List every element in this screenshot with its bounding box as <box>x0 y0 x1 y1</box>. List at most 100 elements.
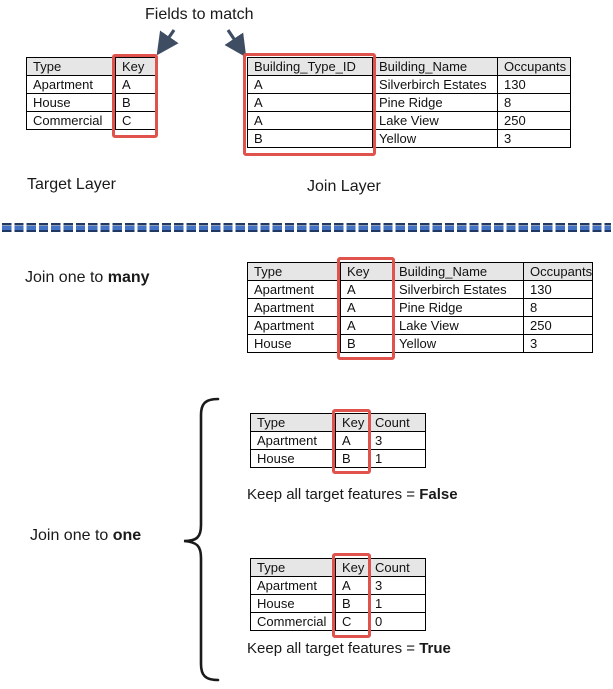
table-cell: A <box>115 75 156 94</box>
column-header: Key <box>335 413 369 432</box>
table-cell: B <box>340 334 393 353</box>
table-cell: Apartment <box>247 316 341 335</box>
table-cell: Silverbirch Estates <box>372 75 498 94</box>
column-header: Building_Name <box>392 262 524 281</box>
section-separator <box>2 223 611 232</box>
join-one-to-one-prefix: Join one to <box>30 527 113 544</box>
table-cell: Apartment <box>250 431 336 450</box>
table-cell: 1 <box>368 449 426 468</box>
target-layer-label: Target Layer <box>27 176 116 193</box>
column-header: Count <box>368 558 426 577</box>
column-header: Key <box>340 262 393 281</box>
table-cell: A <box>335 576 369 595</box>
table-cell: A <box>340 316 393 335</box>
table-cell: A <box>247 93 373 112</box>
column-header: Type <box>250 558 336 577</box>
table-cell: Lake View <box>372 111 498 130</box>
table-cell: 130 <box>523 280 593 299</box>
column-header: Building_Type_ID <box>247 57 373 76</box>
curly-brace-icon <box>183 397 220 682</box>
keep-true-label: Keep all target features = True <box>247 640 451 657</box>
column-header: Type <box>247 262 341 281</box>
table-cell: 0 <box>368 612 426 631</box>
table-cell: House <box>26 93 116 112</box>
table-cell: 8 <box>523 298 593 317</box>
table-cell: B <box>115 93 156 112</box>
arrow-to-join-key-icon <box>224 29 247 58</box>
table-cell: 3 <box>368 431 426 450</box>
table-cell: Lake View <box>392 316 524 335</box>
table-cell: Commercial <box>26 111 116 130</box>
keep-false-prefix: Keep all target features = <box>247 486 420 503</box>
table-cell: Apartment <box>26 75 116 94</box>
column-header: Occupants <box>523 262 593 281</box>
join-one-to-many-bold: many <box>107 269 150 286</box>
keep-true-prefix: Keep all target features = <box>247 640 420 657</box>
join-one-to-many-prefix: Join one to <box>25 269 108 286</box>
column-header: Type <box>26 57 116 76</box>
table-cell: B <box>335 594 369 613</box>
table-cell: B <box>335 449 369 468</box>
table-cell: 3 <box>368 576 426 595</box>
column-header: Type <box>250 413 336 432</box>
table-cell: Apartment <box>247 298 341 317</box>
table-cell: Apartment <box>247 280 341 299</box>
table-cell: 130 <box>497 75 571 94</box>
table-cell: House <box>250 449 336 468</box>
table-cell: 250 <box>523 316 593 335</box>
table-cell: 250 <box>497 111 571 130</box>
table-cell: House <box>250 594 336 613</box>
join-one-to-one-bold: one <box>112 527 142 544</box>
column-header: Building_Name <box>372 57 498 76</box>
arrow-to-target-key-icon <box>156 29 179 56</box>
table-cell: Pine Ridge <box>392 298 524 317</box>
table-cell: A <box>247 111 373 130</box>
join-layer-label: Join Layer <box>307 178 381 195</box>
table-cell: House <box>247 334 341 353</box>
table-cell: Pine Ridge <box>372 93 498 112</box>
fields-to-match-arrows <box>156 29 247 58</box>
table-cell: 3 <box>497 129 571 148</box>
keep-false-label: Keep all target features = False <box>247 486 458 503</box>
join-one-to-many-label: Join one to many <box>25 269 150 287</box>
column-header: Key <box>115 57 156 76</box>
keep-false-value: False <box>419 486 458 503</box>
table-cell: 3 <box>523 334 593 353</box>
table-cell: Silverbirch Estates <box>392 280 524 299</box>
column-header: Occupants <box>497 57 571 76</box>
table-cell: Yellow <box>372 129 498 148</box>
table-cell: A <box>340 298 393 317</box>
table-cell: A <box>247 75 373 94</box>
table-cell: Yellow <box>392 334 524 353</box>
table-cell: A <box>340 280 393 299</box>
table-cell: Apartment <box>250 576 336 595</box>
table-cell: 8 <box>497 93 571 112</box>
column-header: Key <box>335 558 369 577</box>
fields-to-match-label: Fields to match <box>145 6 254 23</box>
table-cell: C <box>115 111 156 130</box>
